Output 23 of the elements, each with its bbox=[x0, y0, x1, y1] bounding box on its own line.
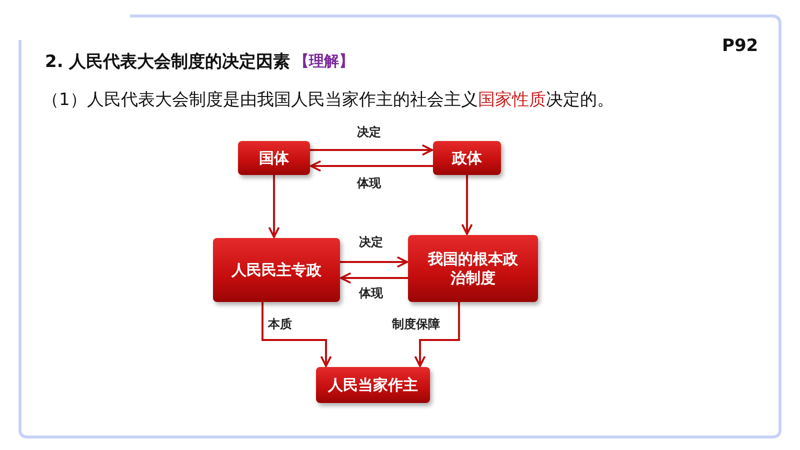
arrow bbox=[310, 144, 433, 156]
arrow bbox=[414, 302, 460, 367]
edge-label: 制度保障 bbox=[390, 316, 442, 333]
arrow bbox=[310, 160, 433, 172]
process-box: 国体 bbox=[238, 141, 310, 175]
edge-label: 决定 bbox=[355, 124, 383, 141]
edge-label: 本质 bbox=[266, 316, 294, 333]
sentence: （1）人民代表大会制度是由我国人民当家作主的社会主义国家性质决定的。 bbox=[42, 89, 614, 111]
arrow bbox=[262, 302, 332, 367]
edge-label: 决定 bbox=[357, 234, 385, 251]
process-box: 政体 bbox=[433, 141, 501, 175]
tag-text: 【理解】 bbox=[294, 52, 354, 71]
arrow bbox=[340, 272, 408, 284]
arrow bbox=[340, 256, 408, 268]
page-number: P92 bbox=[722, 36, 758, 56]
edge-label: 体现 bbox=[355, 175, 383, 192]
process-box: 我国的根本政治制度 bbox=[408, 235, 538, 302]
process-box: 人民民主专政 bbox=[213, 238, 340, 302]
process-box: 人民当家作主 bbox=[316, 367, 430, 403]
edge-label: 体现 bbox=[357, 285, 385, 302]
arrow bbox=[268, 175, 280, 238]
heading: 2. 人民代表大会制度的决定因素 bbox=[45, 51, 290, 73]
arrow bbox=[461, 175, 473, 235]
